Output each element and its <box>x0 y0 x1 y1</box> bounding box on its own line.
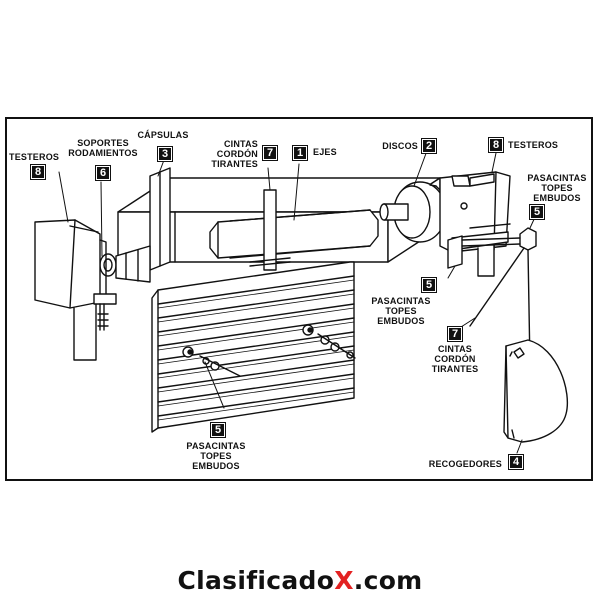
bearing-left <box>99 245 151 283</box>
slat-line <box>157 345 355 375</box>
slat-line <box>157 275 355 305</box>
slat-line <box>157 317 355 347</box>
slat-line <box>157 387 355 417</box>
slat-line <box>157 391 355 421</box>
label-cintas-top: CINTAS CORDÓN TIRANTES <box>211 139 258 169</box>
badge-cintas-right: 7 <box>447 326 463 342</box>
badge-testeros-right: 8 <box>488 137 504 153</box>
leader-lines <box>58 147 537 454</box>
capsule <box>149 167 171 271</box>
label-capsulas: CÁPSULAS <box>137 130 189 140</box>
shutter-slats <box>151 261 355 433</box>
label-discos: DISCOS <box>382 141 418 151</box>
end-plate-left <box>34 219 117 361</box>
slat-line <box>157 303 355 333</box>
slat-line <box>157 363 355 393</box>
badge-pasacintas-right: 5 <box>529 204 545 220</box>
slat-line <box>157 307 355 337</box>
shutter-stoppers <box>182 324 356 377</box>
slat-line <box>157 359 355 389</box>
label-testeros-left: TESTEROS <box>9 152 60 162</box>
label-pasacintas-right: PASACINTAS TOPES EMBUDOS <box>527 173 587 203</box>
badge-pasacintas-bottom: 5 <box>210 422 226 438</box>
label-ejes: EJES <box>313 147 337 157</box>
badge-capsulas: 3 <box>157 146 173 162</box>
label-pasacintas-bottom: PASACINTAS TOPES EMBUDOS <box>186 441 246 471</box>
badge-soportes: 6 <box>95 165 111 181</box>
diagram-frame <box>5 117 593 481</box>
badge-pasacintas-mid: 5 <box>421 277 437 293</box>
watermark-x: X <box>334 566 354 595</box>
badge-testeros-left: 8 <box>30 164 46 180</box>
slat-line <box>157 377 355 407</box>
strap <box>249 189 291 271</box>
label-soportes: SOPORTES RODAMIENTOS <box>68 138 138 158</box>
label-cintas-right: CINTAS CORDÓN TIRANTES <box>431 344 479 374</box>
slat-line <box>157 293 355 323</box>
watermark-suffix: .com <box>353 566 423 595</box>
slat-line <box>157 279 355 309</box>
clasificadox-watermark: ClasificadoX.com <box>0 566 600 595</box>
watermark-prefix: Clasificado <box>177 566 335 595</box>
disc <box>379 181 447 243</box>
badge-discos: 2 <box>421 138 437 154</box>
label-testeros-right: TESTEROS <box>508 140 559 150</box>
label-pasacintas-mid: PASACINTAS TOPES EMBUDOS <box>371 296 431 326</box>
end-plate-right <box>439 171 511 277</box>
label-recogedores: RECOGEDORES <box>428 459 502 469</box>
badge-ejes: 1 <box>292 145 308 161</box>
recoiler <box>503 339 569 443</box>
slat-line <box>157 349 355 379</box>
slat-line <box>157 373 355 403</box>
slat-line <box>157 289 355 319</box>
badge-cintas-top: 7 <box>262 145 278 161</box>
slat-line <box>157 321 355 351</box>
pasacintas-block <box>447 227 537 269</box>
badge-recogedores: 4 <box>508 454 524 470</box>
